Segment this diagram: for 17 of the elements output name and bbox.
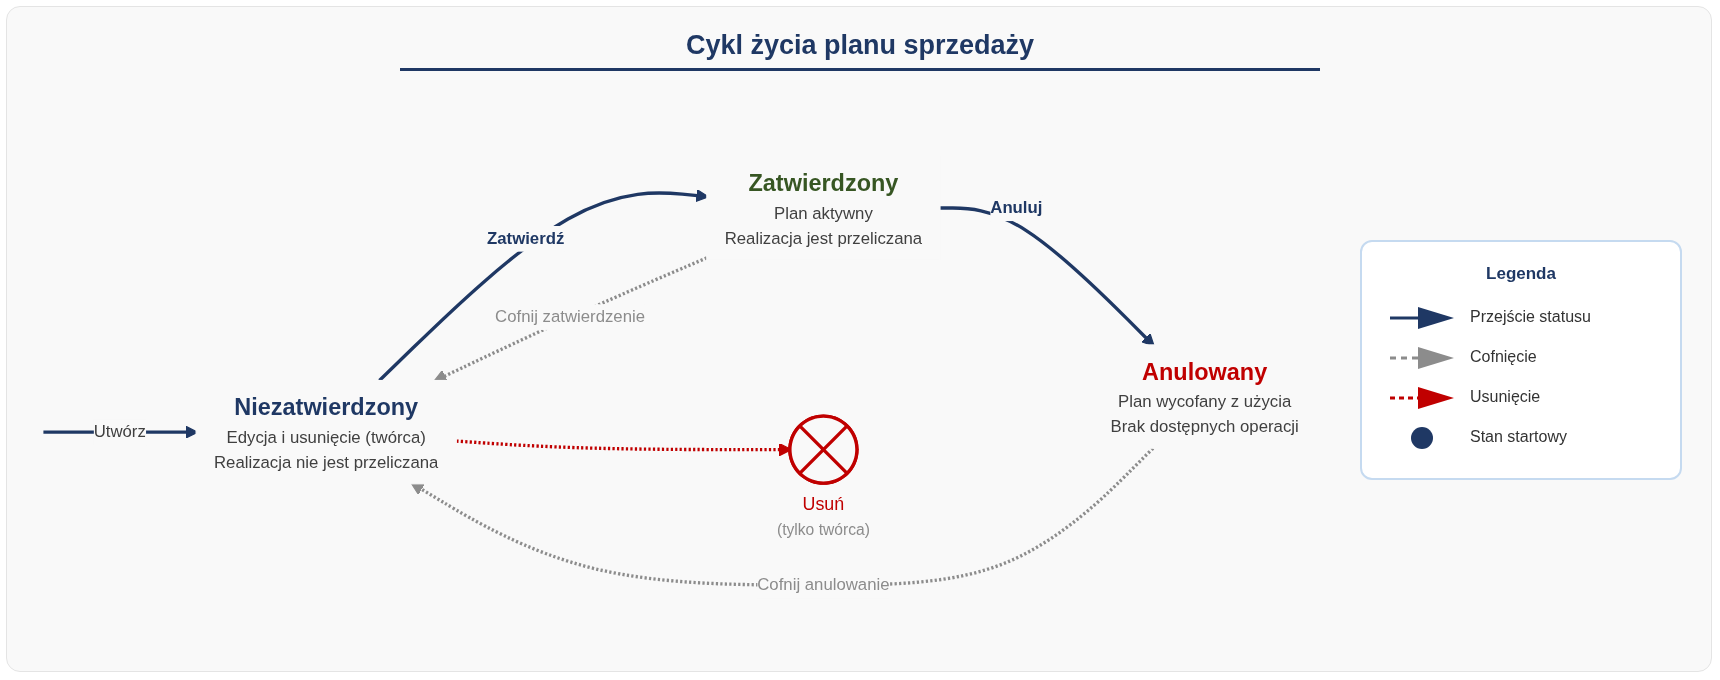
legend-label: Usunięcie [1470,388,1541,406]
edge-label: Anuluj [990,197,1043,217]
edge-label: Utwórz [93,421,146,441]
legend-heading: Legenda [1486,264,1556,284]
arrow [378,188,709,382]
node-note: (tylko twórca) [776,520,870,538]
legend-label: Stan startowy [1470,428,1567,446]
edge-label: Cofnij anulowanie [757,574,890,594]
diagram-title: Cykl życia planu sprzedaży [685,30,1035,61]
node-text: Anulowany Plan wycofany z użycia Brak dostępnych operacji [1110,358,1299,436]
legend-label: Cofnięcie [1470,348,1537,366]
node-caption: Usuń [802,493,845,514]
legend-label: Przejście statusu [1470,308,1591,326]
edge-label: Cofnij zatwierdzenie [495,306,646,326]
node-text: Niezatwierdzony Edycja i usunięcie (twórca) Realizacja nie jest przeliczana [213,393,439,471]
node-text: Zatwierdzony Plan aktywny Realizacja jest przeliczana [724,169,923,247]
edge-label: Zatwierdź [487,228,565,248]
